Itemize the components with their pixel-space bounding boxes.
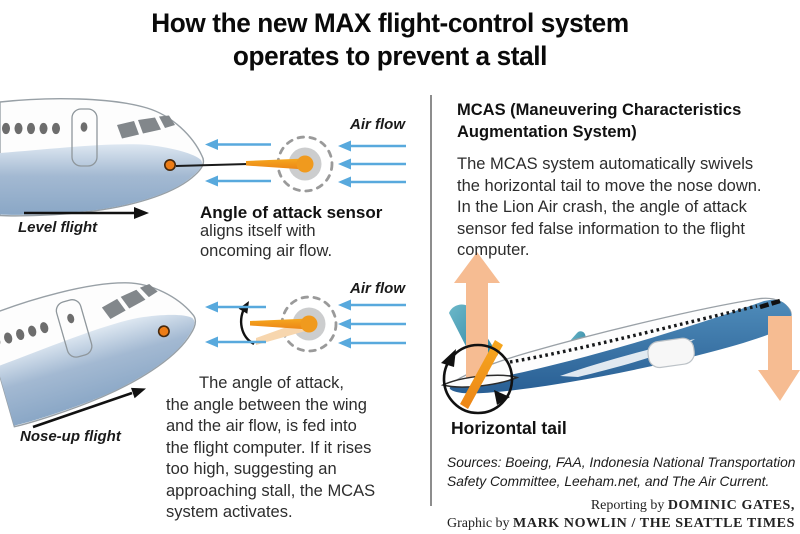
air-flow-arrows-bottom [205,299,406,349]
air-flow-label-bottom: Air flow [350,280,405,297]
mcas-body-text: The MCAS system automatically swivels th… [457,155,762,259]
nose-down-force-arrow-icon [758,316,800,401]
graphic-credit-prefix: Graphic by [446,516,514,531]
mcas-heading: MCAS (Maneuvering Characteristics Augmen… [457,101,742,141]
reporting-credit-name: DOMINIC GATES, [667,498,795,513]
sources-line: Sources: Boeing, FAA, Indonesia National… [447,455,796,489]
rotation-circle-icon [442,343,514,415]
graphic-credit: Graphic by MARK NOWLIN / THE SEATTLE TIM… [447,515,795,533]
reporting-credit-prefix: Reporting by [590,498,668,513]
aoa-sensor-caption: aligns itself with oncoming air flow. [200,222,333,260]
level-flight-arrow-icon [24,207,149,219]
page-title: How the new MAX flight-control system op… [151,8,629,71]
cockpit-windows-icon [759,298,781,310]
horizontal-tail-rotation-indicator [440,340,520,415]
horizontal-tail-label: Horizontal tail [451,418,567,438]
mcas-plane-illustration [449,297,792,394]
credits: Reporting by DOMINIC GATES, Graphic by M… [447,497,795,533]
level-flight-label: Level flight [18,219,98,236]
sensor-vane-icon [250,318,309,330]
column-divider [430,95,432,506]
graphic-credit-name: MARK NOWLIN / THE SEATTLE TIMES [513,516,795,531]
aoa-sensor-connector-line-top [175,163,249,167]
air-flow-label-top: Air flow [350,116,405,133]
air-flow-arrows-top [205,139,406,188]
passenger-windows-icon [509,304,758,364]
level-flight-plane-illustration [0,97,205,217]
aoa-sensor-heading: Angle of attack sensor [200,203,383,222]
nose-up-flight-arrow-icon [32,387,146,429]
rotation-arrowhead-icon [441,349,456,367]
aoa-sensor-dial-bottom [238,295,338,353]
nose-up-flight-label: Nose-up flight [20,428,121,445]
tail-deflection-vane-icon [460,340,503,409]
reporting-credit: Reporting by DOMINIC GATES, [447,497,795,515]
aoa-sensor-dial-top [246,135,334,193]
rotation-arrowhead-icon [494,390,510,405]
sensor-vane-icon [246,158,305,170]
engine-icon [647,337,695,369]
tail-up-force-arrow-icon [454,252,500,379]
angle-of-attack-caption: The angle of attack, the angle between t… [166,374,376,521]
